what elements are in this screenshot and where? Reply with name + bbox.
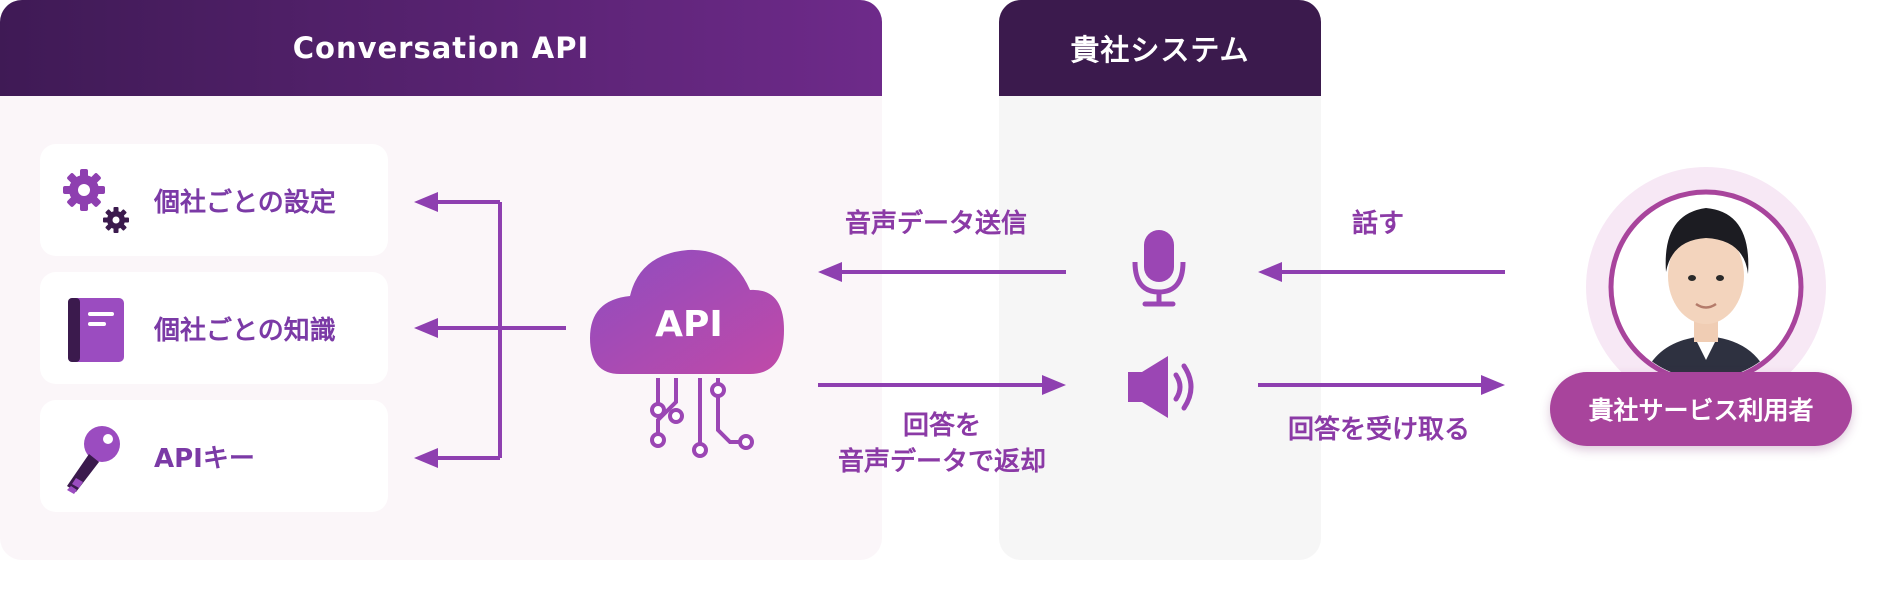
card-knowledge-label: 個社ごとの知識 [154,315,336,346]
card-settings-label: 個社ごとの設定 [154,187,336,218]
arrow-receive [1481,375,1505,395]
arrow-return-voice [1042,375,1066,395]
flow-reply-label-2: 音声データで返却 [837,447,1046,477]
arrow-to-api-key [414,448,438,468]
flow-speak-label: 話す [1351,209,1404,239]
book-icon [68,298,124,362]
system-title: 貴社システム [999,0,1321,96]
microphone-icon [1132,230,1186,307]
gear-icon [63,169,129,233]
flow-send-voice-label: 音声データ送信 [844,209,1027,239]
key-icon [67,426,120,494]
card-api-key-label: APIキー [154,443,255,474]
arrow-send-voice [818,262,842,282]
system-panel: 貴社システム [999,0,1321,560]
cloud-label: API [655,304,723,345]
cloud-to-cards-connector [435,200,566,460]
card-settings: 個社ごとの設定 [40,144,388,256]
speaker-icon [1128,356,1194,418]
flow-reply-label-1: 回答を [902,411,981,441]
arrow-to-settings [414,192,438,212]
user-portrait [1586,167,1826,407]
flow-receive-label: 回答を受け取る [1287,415,1470,445]
conversation-api-title: Conversation API [0,0,882,96]
user-badge: 貴社サービス利用者 [1550,372,1852,446]
cloud-circuit-icon [590,249,784,458]
card-api-key: APIキー [40,400,388,512]
card-knowledge: 個社ごとの知識 [40,272,388,384]
arrow-to-knowledge [414,318,438,338]
arrow-speak [1258,262,1282,282]
